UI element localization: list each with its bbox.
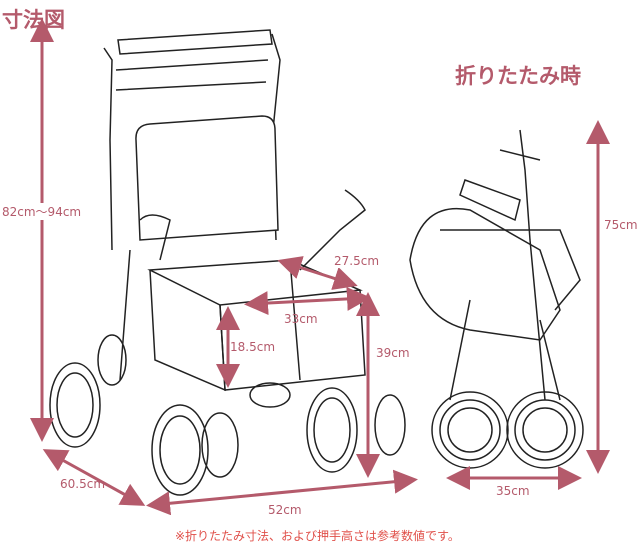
depth-label: 60.5cm xyxy=(60,477,106,491)
width-arrow xyxy=(146,469,418,516)
handle-height-label: 82cm〜94cm xyxy=(2,203,82,220)
width-label: 52cm xyxy=(268,503,302,517)
footnote: ※折りたたみ寸法、および押手高さは参考数値です。 xyxy=(175,529,460,543)
depth-arrow xyxy=(42,449,146,506)
seat-width-arrow xyxy=(244,286,371,316)
seat-depth-label: 27.5cm xyxy=(334,254,380,268)
seat-depth-arrow xyxy=(277,256,358,290)
folded-width-label: 35cm xyxy=(496,484,530,498)
seat-width-label: 33cm xyxy=(284,312,318,326)
seat-box-height-label: 18.5cm xyxy=(230,340,276,354)
dimension-arrows xyxy=(30,17,610,516)
diagram-title: 寸法図 xyxy=(2,8,65,32)
walker-illustration xyxy=(49,29,584,496)
seat-height-label: 39cm xyxy=(376,346,410,360)
folded-title: 折りたたみ時 xyxy=(455,64,581,88)
folded-height-label: 75cm xyxy=(604,218,638,232)
